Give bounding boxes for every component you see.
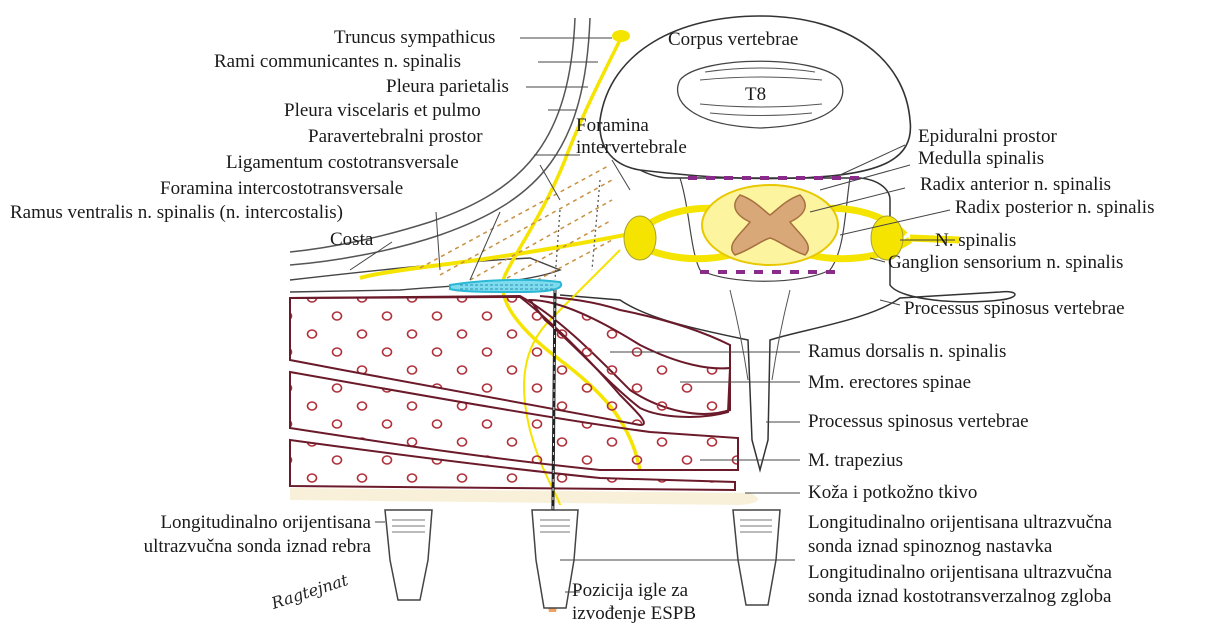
label-ramus-dorsalis: Ramus dorsalis n. spinalis [808,341,1006,363]
ligamentum-costotransversale [450,280,561,292]
label-koza: Koža i potkožno tkivo [808,482,977,504]
label-n-spinalis: N. spinalis [935,230,1016,252]
label-foramina-iv-2: intervertebrale [576,137,687,159]
label-trapezius: M. trapezius [808,450,903,472]
ramus-ventralis-nerve [360,230,650,278]
probe-right [733,510,780,605]
label-radix-anterior: Radix anterior n. spinalis [920,174,1111,196]
label-ramus-ventralis: Ramus ventralis n. spinalis (n. intercos… [10,202,343,224]
label-probe-right-b2: sonda iznad kostotransverzalnog zgloba [808,586,1111,608]
label-rami: Rami communicantes n. spinalis [214,51,461,73]
label-paravertebral: Paravertebralni prostor [308,126,483,148]
label-processus-2: Processus spinosus vertebrae [808,411,1029,433]
label-probe-left-1: Longitudinalno orijentisana [83,512,371,534]
label-t8: T8 [745,84,766,106]
label-probe-right-a1: Longitudinalno orijentisana ultrazvučna [808,512,1112,534]
label-processus-1: Processus spinosus vertebrae [904,298,1125,320]
label-medulla: Medulla spinalis [918,148,1044,170]
label-pleura-parietalis: Pleura parietalis [386,76,509,98]
probe-left [385,510,432,600]
label-costa: Costa [330,229,373,251]
label-pleura-visceralis: Pleura viscelaris et pulmo [284,100,481,122]
label-foramina-iv-1: Foramina [576,115,649,137]
label-foramina-ic: Foramina intercostotransversale [160,178,403,200]
truncus-ganglion [612,30,630,42]
label-radix-posterior: Radix posterior n. spinalis [955,197,1154,219]
label-erectores: Mm. erectores spinae [808,372,971,394]
label-probe-right-a2: sonda iznad spinoznog nastavka [808,536,1052,558]
label-probe-right-b1: Longitudinalno orijentisana ultrazvučna [808,562,1112,584]
spinous-process-lines [730,290,790,380]
label-ganglion: Ganglion sensorium n. spinalis [888,252,1123,274]
label-corpus: Corpus vertebrae [668,29,798,51]
label-epidural: Epiduralni prostor [918,126,1057,148]
label-needle-2: izvođenje ESPB [572,603,696,625]
label-truncus: Truncus sympathicus [334,27,495,49]
label-ligamentum: Ligamentum costotransversale [226,152,459,174]
label-needle-1: Pozicija igle za [572,580,688,602]
ganglion-left [624,216,656,260]
label-probe-left-2: ultrazvučna sonda iznad rebra [83,536,371,558]
